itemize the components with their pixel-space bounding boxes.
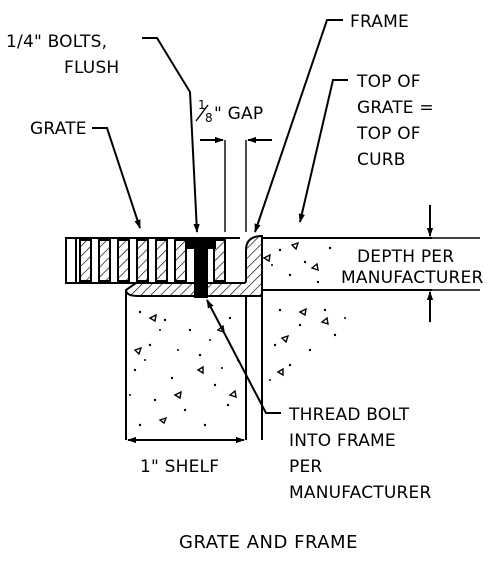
bolts-label-line1: 1/4" BOLTS, [6, 32, 107, 52]
bolts-label-line2: FLUSH [64, 58, 119, 78]
grate-label: GRATE [30, 119, 87, 139]
gap-text: " GAP [214, 104, 263, 124]
depth-label-line1: DEPTH PER [357, 247, 454, 267]
concrete-shelf [125, 290, 263, 440]
top-label-line1: TOP OF [356, 72, 421, 92]
curb-concrete [262, 237, 432, 381]
frame-section [124, 234, 263, 297]
top-label-line4: CURB [357, 150, 406, 170]
grate-bars [65, 237, 240, 284]
gap-fraction-denominator: 8 [205, 111, 213, 125]
thread-label-line2: INTO FRAME [289, 431, 396, 451]
thread-label-line1: THREAD BOLT [288, 405, 410, 425]
top-label-line3: TOP OF [356, 124, 421, 144]
depth-label-line2: MANUFACTURER [341, 268, 483, 288]
leaders [92, 19, 348, 414]
depth-dimension [426, 205, 480, 322]
drawing-title: GRATE AND FRAME [179, 532, 358, 553]
thread-label-line3: PER [289, 457, 322, 477]
shelf-label: 1" SHELF [140, 457, 219, 477]
top-label-line2: GRATE = [357, 98, 434, 118]
frame-label: FRAME [350, 12, 409, 32]
gap-label: 1 8 " GAP [195, 98, 263, 125]
thread-label-line4: MANUFACTURER [289, 483, 431, 503]
gap-dimension [200, 136, 272, 232]
gap-fraction-numerator: 1 [198, 98, 206, 112]
